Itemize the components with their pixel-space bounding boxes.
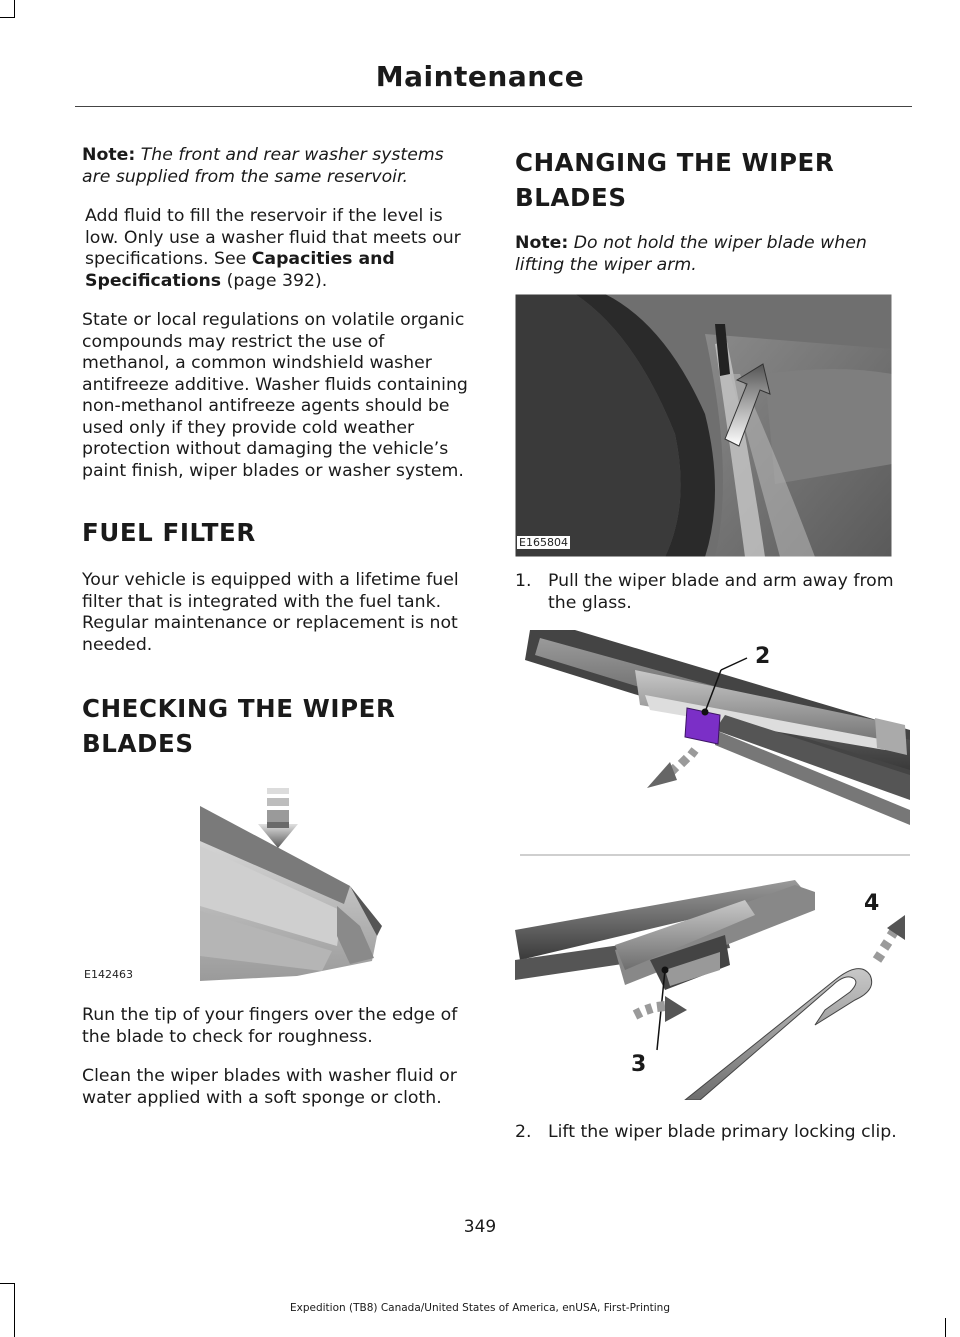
figure-code: E165804 xyxy=(517,536,570,549)
callout-2: 2 xyxy=(755,644,771,669)
crop-mark-bottom-left-h xyxy=(0,1283,15,1284)
page-title: Maintenance xyxy=(375,60,585,93)
wiper-arm-lift-illustration xyxy=(515,294,892,557)
para-regulations: State or local regulations on volatile o… xyxy=(82,310,468,481)
step-number: 2. xyxy=(515,1122,532,1142)
callout-4: 4 xyxy=(864,891,880,916)
page-reference: (page 392). xyxy=(221,270,328,291)
heading-checking-wiper-line1: CHECKING THE WIPER xyxy=(82,694,396,723)
note-label: Note: xyxy=(515,233,569,253)
footer-edition: Expedition (TB8) Canada/United States of… xyxy=(289,1302,670,1314)
heading-checking-wiper-line2: BLADES xyxy=(82,729,194,758)
crop-mark-bottom-right xyxy=(945,1318,946,1337)
figure-checking-blade: E142463 xyxy=(82,786,475,991)
callout-3: 3 xyxy=(631,1052,647,1077)
para-clean-blades: Clean the wiper blades with washer fluid… xyxy=(82,1066,457,1108)
note-text: The front and rear washer systems are su… xyxy=(82,145,444,187)
para-fuel-filter: Your vehicle is equipped with a lifetime… xyxy=(82,570,459,655)
left-column: Note: The front and rear washer systems … xyxy=(82,145,475,1127)
steps-list: 1. Pull the wiper blade and arm away fro… xyxy=(515,571,910,614)
crop-mark-top-left-h xyxy=(0,17,15,18)
para-add-fluid-text: Add fluid to fill the reservoir if the l… xyxy=(85,206,461,269)
figure-code: E142463 xyxy=(82,968,135,981)
right-column: CHANGING THE WIPER BLADES Note: Do not h… xyxy=(515,145,910,1160)
heading-changing-wiper-line1: CHANGING THE WIPER xyxy=(515,148,835,177)
figure-lift-arm: E165804 xyxy=(515,294,892,557)
step-2: 2. Lift the wiper blade primary locking … xyxy=(515,1122,910,1144)
step-text: Pull the wiper blade and arm away from t… xyxy=(548,571,894,613)
steps-list-continued: 2. Lift the wiper blade primary locking … xyxy=(515,1122,910,1144)
heading-fuel-filter: FUEL FILTER xyxy=(82,518,256,547)
page-number: 349 xyxy=(463,1217,497,1237)
crop-mark-top-left xyxy=(14,0,15,18)
note-reservoir: Note: The front and rear washer systems … xyxy=(82,145,475,188)
header-divider xyxy=(75,106,912,107)
capacities-link[interactable]: Capacities and Specifications xyxy=(85,249,395,291)
crop-mark-bottom-left xyxy=(14,1283,15,1337)
step-number: 1. xyxy=(515,571,532,591)
para-add-fluid: Add fluid to fill the reservoir if the l… xyxy=(82,206,475,292)
note-label: Note: xyxy=(82,145,136,165)
blade-edge-illustration xyxy=(200,788,382,981)
figure-release-blade: 2 3 4 xyxy=(515,630,910,1100)
primary-locking-clip-highlight xyxy=(684,707,721,745)
heading-changing-wiper-line2: BLADES xyxy=(515,183,627,212)
para-check-roughness: Run the tip of your fingers over the edg… xyxy=(82,1005,458,1047)
step-text: Lift the wiper blade primary locking cli… xyxy=(548,1122,897,1142)
step-1: 1. Pull the wiper blade and arm away fro… xyxy=(515,571,910,614)
note-text: Do not hold the wiper blade when lifting… xyxy=(515,233,867,275)
wiper-blade-release-illustration xyxy=(515,630,910,1100)
note-wiper-arm: Note: Do not hold the wiper blade when l… xyxy=(515,233,910,276)
